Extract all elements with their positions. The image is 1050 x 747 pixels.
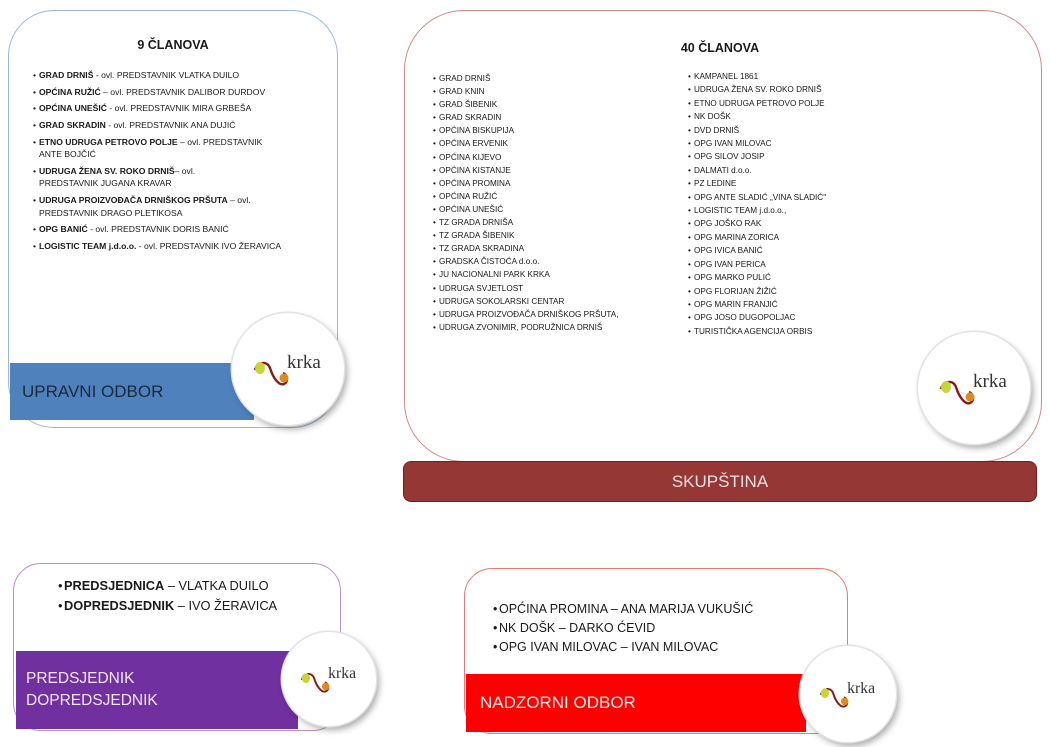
upravni-member-list: GRAD DRNIŠ - ovl. PREDSTAVNIK VLATKA DUI… [33, 69, 323, 257]
list-item: OPG MARIN FRANJIĆ [688, 298, 948, 312]
list-item: GRADSKA ČISTOĆA d.o.o. [433, 255, 673, 268]
list-item: LOGISTIC TEAM j.d.o.o. - ovl. PREDSTAVNI… [33, 240, 323, 253]
predsjednik-title-line1: PREDSJEDNIK [26, 670, 135, 687]
krka-logo-icon: krka [800, 646, 896, 742]
list-item: OPĆINA RUŽIĆ [433, 190, 673, 203]
nadzorni-list: OPĆINA PROMINA – ANA MARIJA VUKUŠIĆ NK D… [493, 600, 823, 657]
list-item: UDRUGA ŽENA SV. ROKO DRNIŠ [688, 83, 948, 97]
list-item: PREDSJEDNICA – VLATKA DUILO [58, 576, 328, 596]
list-item: NK DOŠK – DARKO ĆEVID [493, 619, 823, 638]
list-item: UDRUGA ŽENA SV. ROKO DRNIŠ– ovl.PREDSTAV… [33, 165, 323, 190]
predsjednik-list: PREDSJEDNICA – VLATKA DUILO DOPREDSJEDNI… [58, 576, 328, 615]
skupstina-list-left: GRAD DRNIŠGRAD KNINGRAD ŠIBENIKGRAD SKRA… [433, 72, 673, 334]
list-item: UDRUGA PROIZVOĐAČA DRNIŠKOG PRŠUTA – ovl… [33, 194, 323, 219]
list-item: OPĆINA KIJEVO [433, 151, 673, 164]
krka-logo-icon: krka [282, 632, 376, 726]
upravni-heading: 9 ČLANOVA [137, 38, 209, 52]
list-item: DOPREDSJEDNIK – IVO ŽERAVICA [58, 596, 328, 616]
list-item: UDRUGA SOKOLARSKI CENTAR [433, 295, 673, 308]
skupstina-title: SKUPŠTINA [403, 461, 1037, 502]
list-item: TZ GRADA DRNIŠA [433, 216, 673, 229]
krka-logo-icon: krka [232, 313, 344, 425]
list-item: DALMATI d.o.o. [688, 164, 948, 178]
list-item: TZ GRADA SKRADINA [433, 242, 673, 255]
list-item: OPG MARKO PULIĆ [688, 271, 948, 285]
list-item: OPG BANIĆ - ovl. PREDSTAVNIK DORIS BANIĆ [33, 223, 323, 236]
svg-text:krka: krka [973, 371, 1007, 392]
list-item: NK DOŠK [688, 110, 948, 124]
list-item: OPĆINA UNEŠIĆ - ovl. PREDSTAVNIK MIRA GR… [33, 102, 323, 115]
list-item: OPG IVAN MILOVAC – IVAN MILOVAC [493, 638, 823, 657]
upravni-odbor-title: UPRAVNI ODBOR [10, 363, 254, 420]
krka-logo-icon: krka [918, 332, 1030, 444]
list-item: DVD DRNIŠ [688, 124, 948, 138]
list-item: OPĆINA BISKUPIJA [433, 124, 673, 137]
list-item: KAMPANEL 1861 [688, 70, 948, 84]
list-item: GRAD DRNIŠ - ovl. PREDSTAVNIK VLATKA DUI… [33, 69, 323, 82]
list-item: UDRUGA SVJETLOST [433, 282, 673, 295]
nadzorni-odbor-title: NADZORNI ODBOR [466, 674, 806, 732]
list-item: ETNO UDRUGA PETROVO POLJE – ovl. PREDSTA… [33, 136, 323, 161]
predsjednik-title-line2: DOPREDSJEDNIK [26, 692, 158, 709]
list-item: OPG JOŠKO RAK [688, 217, 948, 231]
svg-text:krka: krka [328, 665, 356, 682]
list-item: TURISTIČKA AGENCIJA ORBIS [688, 325, 948, 339]
skupstina-heading: 40 ČLANOVA [680, 41, 760, 55]
list-item: GRAD KNIN [433, 85, 673, 98]
list-item: OPG IVAN MILOVAC [688, 137, 948, 151]
list-item: JU NACIONALNI PARK KRKA [433, 268, 673, 281]
list-item: OPG JOSO DUGOPOLJAC [688, 311, 948, 325]
list-item: GRAD DRNIŠ [433, 72, 673, 85]
skupstina-list-right: KAMPANEL 1861UDRUGA ŽENA SV. ROKO DRNIŠE… [688, 70, 948, 339]
svg-text:krka: krka [847, 680, 875, 697]
list-item: GRAD ŠIBENIK [433, 98, 673, 111]
list-item: OPG MARINA ZORICA [688, 231, 948, 245]
list-item: OPG IVICA BANIĆ [688, 244, 948, 258]
list-item: TZ GRADA ŠIBENIK [433, 229, 673, 242]
list-item: OPG SILOV JOSIP [688, 150, 948, 164]
list-item: LOGISTIC TEAM j.d.o.o., [688, 204, 948, 218]
list-item: UDRUGA PROIZVOĐAČA DRNIŠKOG PRŠUTA, [433, 308, 673, 321]
list-item: OPĆINA PROMINA [433, 177, 673, 190]
list-item: OPĆINA KISTANJE [433, 164, 673, 177]
list-item: OPG FLORIJAN ŽIŽIĆ [688, 285, 948, 299]
svg-text:krka: krka [287, 352, 321, 373]
list-item: OPĆINA UNEŠIĆ [433, 203, 673, 216]
list-item: GRAD SKRADIN - ovl. PREDSTAVNIK ANA DUJI… [33, 119, 323, 132]
list-item: OPG IVAN PERICA [688, 258, 948, 272]
list-item: UDRUGA ZVONIMIR, PODRUŽNICA DRNIŠ [433, 321, 673, 334]
list-item: OPĆINA ERVENIK [433, 137, 673, 150]
list-item: OPG ANTE SLADIĆ „VINA SLADIĆ" [688, 191, 948, 205]
list-item: ETNO UDRUGA PETROVO POLJE [688, 97, 948, 111]
list-item: OPĆINA RUŽIĆ – ovl. PREDSTAVNIK DALIBOR … [33, 86, 323, 99]
list-item: OPĆINA PROMINA – ANA MARIJA VUKUŠIĆ [493, 600, 823, 619]
predsjednik-title: PREDSJEDNIK DOPREDSJEDNIK [16, 651, 298, 729]
list-item: PZ LEDINE [688, 177, 948, 191]
list-item: GRAD SKRADIN [433, 111, 673, 124]
